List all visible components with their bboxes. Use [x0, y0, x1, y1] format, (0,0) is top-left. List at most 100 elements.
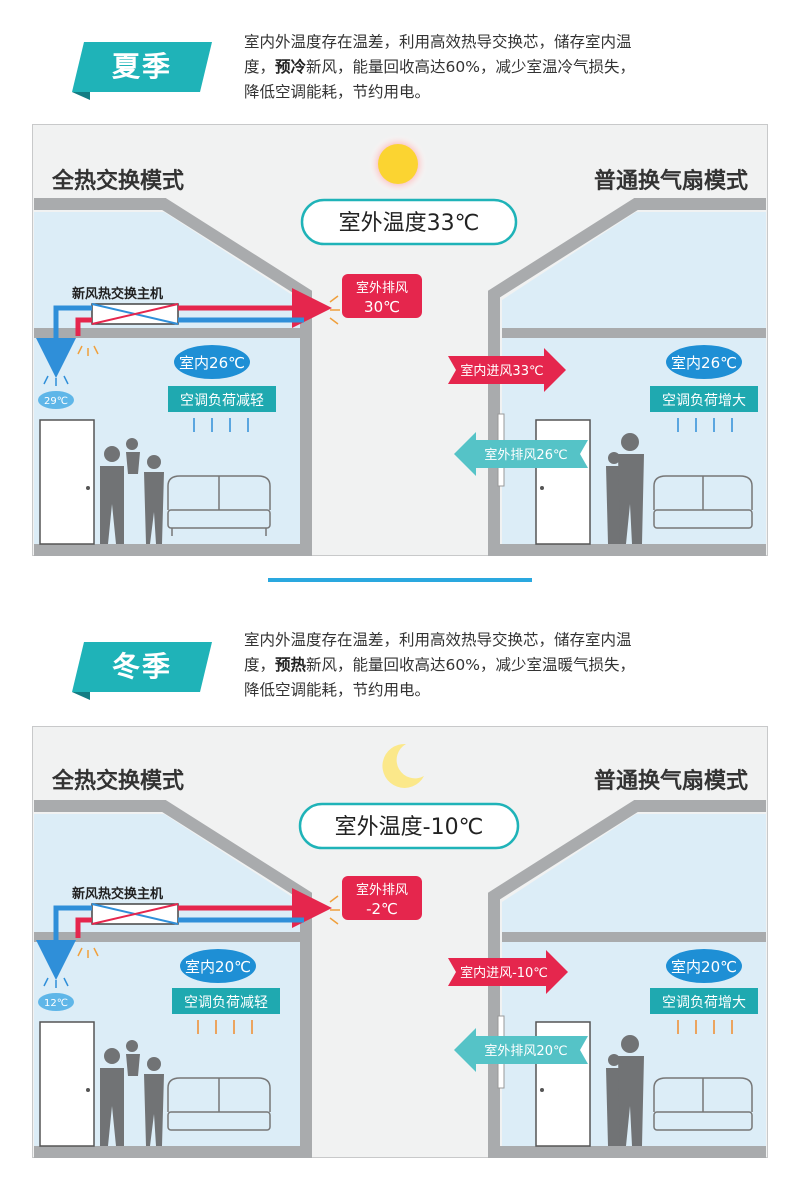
badge-shape	[72, 642, 212, 700]
door-icon	[39, 419, 95, 545]
outflow-arrow-icon	[454, 1028, 588, 1072]
out-label: 室外排风26℃	[484, 447, 567, 463]
desc-bold-word: 预热	[275, 656, 307, 674]
unit-label: 新风热交换主机	[72, 286, 163, 302]
family-silhouette-icon	[606, 433, 644, 544]
exhaust-box	[342, 876, 422, 920]
door-icon	[535, 419, 591, 545]
summer-badge: 夏季	[72, 42, 212, 100]
intake-label: 室内进风33℃	[460, 363, 543, 379]
exhaust-label: 室外排风	[356, 882, 408, 898]
right-indoor-temp: 室内26℃	[671, 354, 737, 372]
summer-panel: 全热交换模式 普通换气扇模式	[31, 123, 769, 557]
warm-air-arrows-icon	[197, 1020, 253, 1034]
family-silhouette-icon	[100, 1040, 164, 1146]
exhaust-box	[342, 274, 422, 318]
season-title: 冬季	[111, 650, 172, 683]
out-label: 室外排风20℃	[484, 1043, 567, 1059]
air-puff-icon	[43, 375, 69, 386]
moon-icon	[382, 743, 424, 788]
air-puff-icon	[77, 295, 340, 356]
left-indoor-bubble	[174, 345, 250, 379]
left-floor	[34, 544, 304, 556]
desc-line: 度，预热新风，能量回收高达60%，减少室温暖气损失，	[244, 656, 635, 674]
section-divider	[268, 578, 532, 582]
desc-line: 降低空调能耗，节约用电。	[244, 83, 431, 101]
intake-arrow-icon	[448, 950, 568, 994]
left-ceiling	[34, 932, 300, 942]
winter-diagram: 全热交换模式 普通换气扇模式	[31, 725, 769, 1159]
sofa-icon	[653, 1077, 753, 1131]
air-puff-icon	[43, 977, 69, 988]
right-load-box	[650, 988, 758, 1014]
season-title: 夏季	[111, 50, 172, 83]
desc-line: 室内外温度存在温差，利用高效热导交换芯，储存室内温	[244, 631, 632, 649]
sofa-icon	[167, 1077, 271, 1131]
badge-shape	[72, 42, 212, 100]
left-indoor-bubble	[180, 949, 256, 983]
heat-exchanger-unit-icon	[91, 303, 179, 325]
family-silhouette-icon	[100, 438, 164, 544]
supply-temp-bubble	[38, 391, 74, 409]
outdoor-temp: 室外温度33℃	[339, 211, 480, 236]
desc-line: 降低空调能耗，节约用电。	[244, 681, 431, 699]
desc-bold-word: 预冷	[275, 58, 307, 76]
left-house	[34, 198, 312, 556]
left-house	[34, 800, 312, 1158]
warm-air-arrows-icon	[677, 1020, 733, 1034]
exhaust-temp: 30℃	[364, 298, 400, 316]
left-mode-label: 全热交换模式	[51, 768, 184, 794]
summer-description: 室内外温度存在温差，利用高效热导交换芯，储存室内温 度，预冷新风，能量回收高达6…	[244, 30, 764, 105]
right-load: 空调负荷增大	[662, 393, 746, 409]
right-house	[488, 198, 766, 556]
right-indoor-temp: 室内20℃	[671, 958, 737, 976]
intake-arrow-icon	[448, 348, 566, 392]
desc-line: 度，预冷新风，能量回收高达60%，减少室温冷气损失，	[244, 58, 635, 76]
unit-label: 新风热交换主机	[72, 886, 163, 902]
left-mode-label: 全热交换模式	[51, 168, 184, 194]
left-load-box	[172, 988, 280, 1014]
heat-exchanger-unit-icon	[91, 903, 179, 925]
right-floor	[494, 544, 766, 556]
outdoor-temp: 室外温度-10℃	[335, 815, 484, 840]
right-mode-label: 普通换气扇模式	[594, 168, 748, 194]
right-mode-label: 普通换气扇模式	[594, 768, 748, 794]
left-floor	[34, 1146, 304, 1158]
door-icon	[39, 1021, 95, 1147]
airflow-ducts	[36, 888, 332, 980]
intake-label: 室内进风-10℃	[460, 965, 548, 981]
winter-badge: 冬季	[72, 642, 212, 700]
supply-temp: 29℃	[44, 396, 68, 407]
desc-line: 室内外温度存在温差，利用高效热导交换芯，储存室内温	[244, 33, 632, 51]
left-indoor-temp: 室内26℃	[179, 354, 245, 372]
winter-panel: 全热交换模式 普通换气扇模式	[31, 725, 769, 1159]
sun-icon	[378, 144, 418, 184]
supply-temp-bubble	[38, 993, 74, 1011]
winter-description: 室内外温度存在温差，利用高效热导交换芯，储存室内温 度，预热新风，能量回收高达6…	[244, 628, 764, 703]
exhaust-temp: -2℃	[366, 900, 398, 918]
left-load-box	[168, 386, 276, 412]
air-puff-icon	[77, 895, 340, 958]
right-load: 空调负荷增大	[662, 995, 746, 1011]
right-load-box	[650, 386, 758, 412]
left-load: 空调负荷减轻	[184, 995, 268, 1011]
airflow-ducts	[36, 288, 332, 378]
right-ceiling	[502, 932, 766, 942]
left-ceiling	[34, 328, 300, 338]
left-load: 空调负荷减轻	[180, 393, 264, 409]
outdoor-temp-pill	[300, 198, 518, 246]
right-indoor-bubble	[666, 345, 742, 379]
sofa-icon	[167, 475, 271, 536]
summer-diagram: 全热交换模式 普通换气扇模式	[31, 123, 769, 557]
cool-air-arrows-icon	[193, 418, 249, 432]
cool-air-arrows-icon	[677, 418, 733, 432]
outdoor-temp-pill	[298, 802, 520, 850]
supply-temp: 12℃	[44, 998, 68, 1009]
right-floor	[494, 1146, 766, 1158]
right-indoor-bubble	[666, 949, 742, 983]
family-silhouette-icon	[606, 1035, 644, 1146]
exhaust-label: 室外排风	[356, 280, 408, 296]
outflow-arrow-icon	[454, 432, 588, 476]
sofa-icon	[653, 475, 753, 529]
left-indoor-temp: 室内20℃	[185, 958, 251, 976]
